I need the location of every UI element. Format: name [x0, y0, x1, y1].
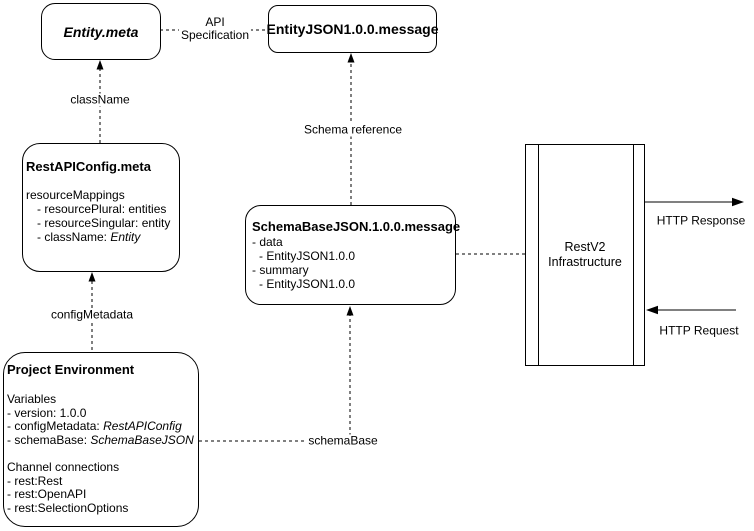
- node-title-line: RestV2: [564, 240, 606, 254]
- list-item-text: - configMetadata:: [7, 419, 104, 433]
- list-item: - data: [252, 235, 283, 249]
- component-edge-line-right: [633, 144, 634, 366]
- arrowhead-schema-base: [346, 306, 354, 316]
- node-title-line: Infrastructure: [548, 255, 622, 269]
- component-edge-line-left: [538, 144, 539, 366]
- list-item: - className: Entity: [37, 230, 176, 244]
- arrowhead-classname: [96, 60, 104, 70]
- list-item: - configMetadata: RestAPIConfig: [7, 419, 195, 434]
- node-restv2-infrastructure: RestV2 Infrastructure: [525, 144, 645, 366]
- node-entity-json-message: EntityJSON1.0.0.message: [266, 5, 439, 53]
- list-item: - rest:SelectionOptions: [7, 500, 129, 515]
- arrowhead-config-metadata: [88, 272, 96, 282]
- node-project-environment: Project Environment Variables - version:…: [3, 352, 199, 527]
- edge-schema-base: [199, 315, 351, 442]
- edge-label-config-metadata: configMetadata: [48, 307, 136, 322]
- list-item-italic-ref: Entity: [110, 230, 141, 244]
- node-title: Project Environment: [7, 362, 135, 377]
- section-header-variables: Variables: [7, 392, 57, 406]
- edge-label-http-request: HTTP Request: [657, 323, 741, 338]
- list-item: - EntityJSON1.0.0: [259, 249, 356, 263]
- list-item-italic-ref: SchemaBaseJSON: [90, 432, 194, 447]
- list-item: - EntityJSON1.0.0: [259, 277, 356, 291]
- node-title: EntityJSON1.0.0.message: [266, 21, 439, 37]
- list-item: - rest:OpenAPI: [7, 487, 87, 501]
- list-item: - version: 1.0.0: [7, 405, 87, 420]
- node-title: RestAPIConfig.meta: [26, 159, 151, 174]
- list-item-text: - schemaBase:: [7, 432, 91, 447]
- edge-label-line: API: [205, 15, 225, 29]
- list-item: - resourceSingular: entity: [37, 216, 171, 230]
- list-item: - summary: [252, 263, 309, 277]
- edge-label-api-specification: API Specification: [178, 15, 252, 42]
- edge-label-schema-base: schemaBase: [306, 433, 380, 448]
- node-rest-api-config: RestAPIConfig.meta resourceMappings - re…: [22, 143, 180, 272]
- arrowhead-schema-reference: [347, 53, 355, 63]
- list-item: - schemaBase: SchemaBaseJSON: [7, 432, 195, 448]
- list-item-italic-ref: RestAPIConfig: [103, 419, 182, 433]
- section-header-channel-connections: Channel connections: [7, 460, 120, 474]
- node-title: Entity.meta: [63, 23, 139, 40]
- list-item: - resourcePlural: entities: [37, 202, 167, 216]
- list-item-text: - className:: [37, 230, 111, 244]
- node-entity-meta: Entity.meta: [41, 3, 161, 60]
- edge-label-line: Specification: [180, 28, 250, 42]
- node-schema-base-json-message: SchemaBaseJSON.1.0.0.message - data - En…: [245, 205, 461, 305]
- edge-label-classname: className: [68, 92, 132, 107]
- arrowhead-http-request: [646, 305, 658, 315]
- node-title: SchemaBaseJSON.1.0.0.message: [252, 219, 461, 234]
- list-item: - rest:Rest: [7, 473, 63, 488]
- edge-label-http-response: HTTP Response: [654, 213, 748, 228]
- blank-line: [7, 447, 195, 461]
- edge-label-schema-reference: Schema reference: [301, 122, 405, 137]
- arrowhead-http-response: [732, 197, 744, 207]
- list-group-label: resourceMappings: [26, 188, 125, 202]
